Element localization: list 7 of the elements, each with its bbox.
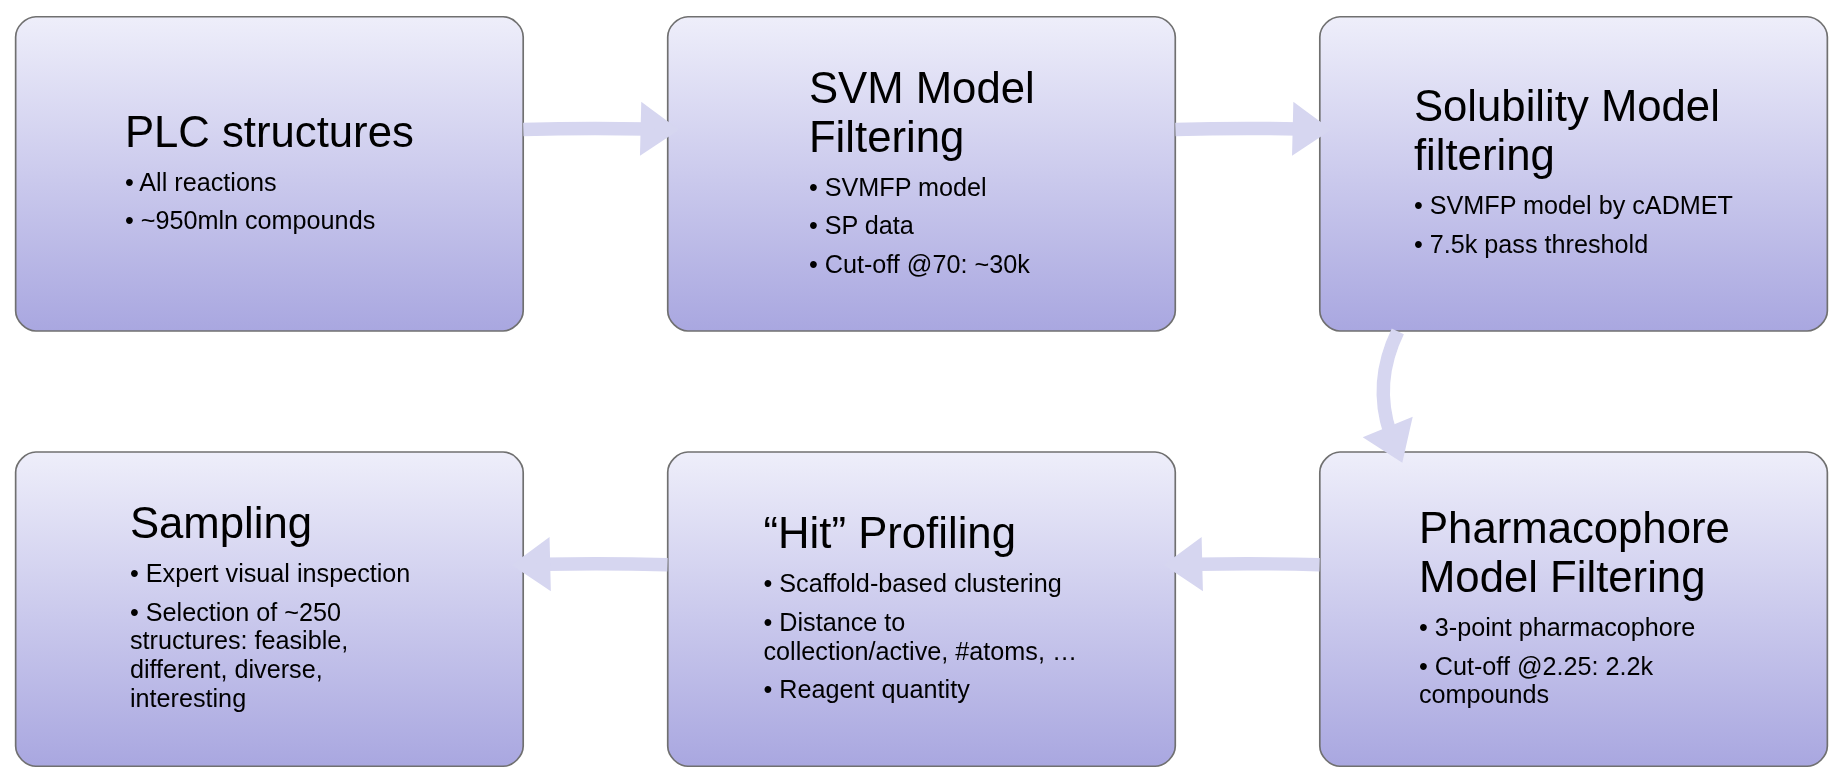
node-box: Pharmacophore Model Filtering • 3-point pharmacophore • Cut-off @2.25: 2.2k compounds — [1318, 451, 1829, 768]
node-box: Solubility Model filtering • SVMFP model by cADMET • 7.5k pass threshold — [1318, 15, 1829, 332]
node-box: Sampling • Expert visual inspection • Selection of ~250 structures: feasible, different, diverse, interesting — [14, 451, 525, 768]
node-box: “Hit” Profiling • Scaffold-based clustering • Distance to collection/active, #atoms, … • Reagent quantity — [666, 451, 1177, 768]
node-box: SVM Model Filtering • SVMFP model • SP data • Cut-off @70: ~30k — [666, 15, 1177, 332]
node-box: PLC structures • All reactions • ~950mln compounds — [14, 15, 525, 332]
arrow — [1362, 328, 1413, 463]
